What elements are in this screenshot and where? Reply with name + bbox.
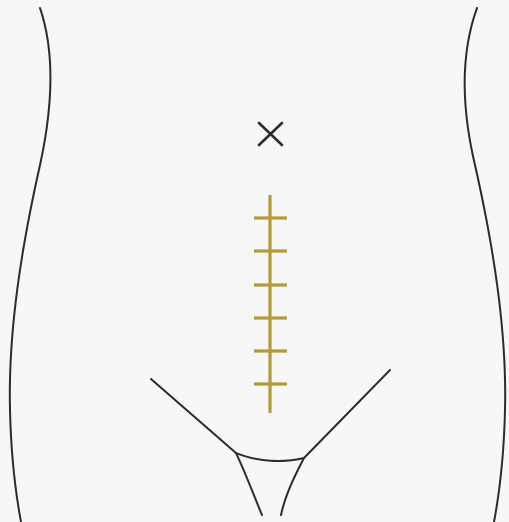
abdomen-incision-diagram — [0, 0, 509, 522]
diagram-background — [0, 0, 509, 522]
